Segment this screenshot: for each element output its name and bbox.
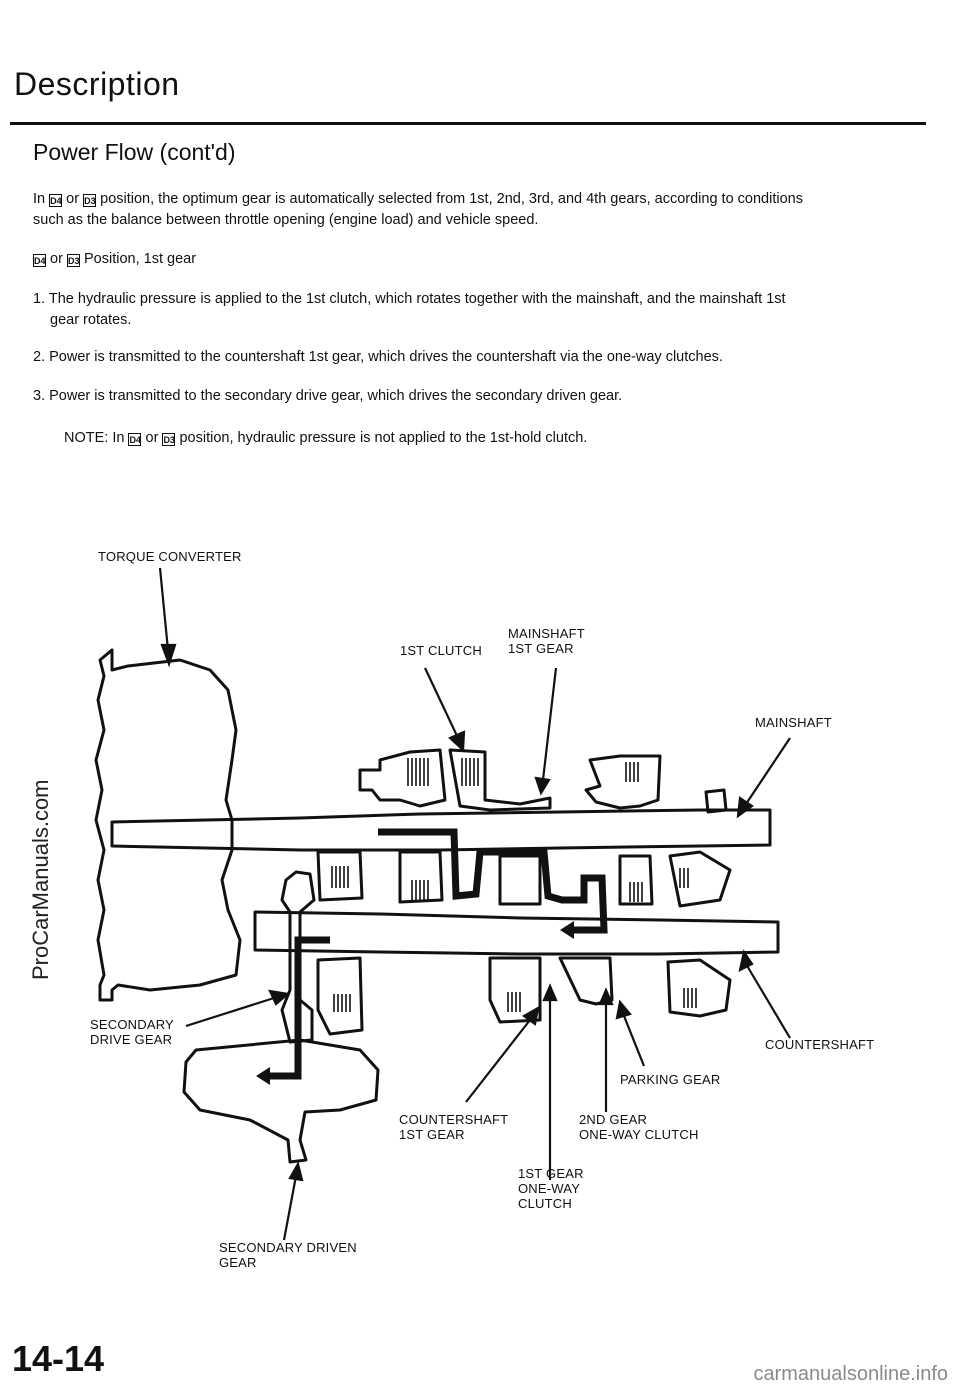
- side-watermark-text: ProCarManuals.com: [28, 779, 53, 980]
- label-2nd-gear-owc-line2: ONE-WAY CLUTCH: [579, 1127, 699, 1142]
- position-text: Position, 1st gear: [84, 251, 197, 267]
- second-gear-owc-arrow: [598, 987, 614, 1006]
- label-secondary-drive-gear-line1: SECONDARY: [90, 1017, 174, 1032]
- power-flow-arrow-1: [560, 921, 574, 939]
- middle-clutch-pack-3: [498, 854, 542, 906]
- clutch-plates-1: [407, 758, 429, 786]
- label-mainshaft-1st-gear-line1: MAINSHAFT: [508, 626, 585, 641]
- position-heading: D4 or D3 Position, 1st gear: [33, 249, 196, 270]
- note-end: position, hydraulic pressure is not appl…: [179, 430, 588, 446]
- label-countershaft-1st-gear-line1: COUNTERSHAFT: [399, 1112, 509, 1127]
- d3-mode-icon: D3: [162, 433, 176, 446]
- clutch-plates-6: [629, 882, 643, 902]
- step-2: 2. Power is transmitted to the countersh…: [33, 349, 723, 365]
- mainshaft-1st-gear-arrow: [534, 776, 551, 796]
- label-1st-gear-owc-line2: ONE-WAY: [518, 1181, 581, 1196]
- clutch-plates-8: [333, 994, 351, 1012]
- clutch-plates-5: [411, 880, 429, 900]
- label-1st-gear-owc-line1: 1ST GEAR: [518, 1166, 584, 1181]
- note-or: or: [145, 430, 159, 446]
- footer-watermark: carmanualsonline.info: [753, 1363, 948, 1385]
- clutch-plates-10: [683, 988, 697, 1008]
- title-rule: [10, 122, 926, 125]
- lower-clutch-pack-4: [666, 958, 732, 1018]
- mainshaft-outline: [110, 808, 772, 852]
- label-torque-converter: TORQUE CONVERTER: [98, 549, 242, 564]
- d3-mode-icon: D3: [83, 194, 97, 207]
- parking-gear-arrow: [615, 999, 632, 1020]
- clutch-plates-3: [625, 762, 639, 782]
- intro-paragraph-line2: such as the balance between throttle ope…: [33, 212, 539, 228]
- upper-clutch-pack-3: [584, 754, 662, 810]
- step-1: 1. The hydraulic pressure is applied to …: [33, 291, 786, 307]
- d4-mode-icon: D4: [128, 433, 142, 446]
- upper-clutch-pack-2: [448, 748, 552, 812]
- clutch-plates-2: [461, 758, 479, 786]
- label-mainshaft: MAINSHAFT: [755, 715, 832, 730]
- mainshaft-end-boss: [704, 788, 728, 814]
- section-title: Power Flow (cont'd): [33, 139, 236, 165]
- label-secondary-driven-gear-line2: GEAR: [219, 1255, 257, 1270]
- note: NOTE: In D4 or D3 position, hydraulic pr…: [64, 428, 587, 449]
- label-countershaft-1st-gear-line2: 1ST GEAR: [399, 1127, 465, 1142]
- position-or: or: [50, 251, 63, 267]
- countershaft-1st-gear-arrow: [521, 1005, 540, 1026]
- middle-clutch-pack-2: [398, 850, 444, 904]
- label-1st-clutch: 1ST CLUTCH: [400, 643, 482, 658]
- mainshaft-arrow: [736, 796, 754, 819]
- label-secondary-drive-gear-line2: DRIVE GEAR: [90, 1032, 173, 1047]
- intro-or: or: [66, 191, 80, 207]
- d4-mode-icon: D4: [33, 254, 46, 267]
- d4-mode-icon: D4: [49, 194, 63, 207]
- secondary-drive-gear-arrow: [268, 989, 291, 1006]
- middle-clutch-pack-1: [316, 850, 364, 902]
- secondary-driven-gear-arrow: [288, 1161, 304, 1182]
- page-title: Description: [14, 66, 180, 102]
- clutch-plates-9: [507, 992, 521, 1012]
- lower-clutch-pack-1: [316, 956, 364, 1036]
- page-number: 14-14: [12, 1338, 105, 1379]
- label-mainshaft-1st-gear-line2: 1ST GEAR: [508, 641, 574, 656]
- label-parking-gear: PARKING GEAR: [620, 1072, 721, 1087]
- secondary-gear-housing: [182, 1038, 380, 1164]
- intro-text-mid: position, the optimum gear is automatica…: [100, 191, 803, 207]
- step-3: 3. Power is transmitted to the secondary…: [33, 388, 623, 404]
- d3-mode-icon: D3: [66, 254, 80, 267]
- middle-clutch-pack-4: [618, 854, 654, 906]
- label-countershaft: COUNTERSHAFT: [765, 1037, 875, 1052]
- intro-paragraph: In D4 or D3 position, the optimum gear i…: [33, 189, 913, 210]
- upper-clutch-pack-1: [358, 748, 447, 808]
- first-gear-owc-arrow: [542, 983, 558, 1002]
- label-1st-gear-owc-line3: CLUTCH: [518, 1196, 572, 1211]
- label-2nd-gear-owc-line1: 2ND GEAR: [579, 1112, 648, 1127]
- step-1-cont: gear rotates.: [50, 312, 132, 328]
- intro-text-start: In: [33, 191, 46, 207]
- secondary-drive-gear: [280, 870, 316, 1044]
- countershaft-arrow: [738, 949, 754, 973]
- lower-clutch-pack-2: [488, 956, 542, 1024]
- first-clutch-arrow: [448, 730, 466, 753]
- middle-clutch-pack-5: [668, 850, 732, 908]
- clutch-plates-4: [331, 866, 349, 888]
- torque-converter-arrow: [160, 643, 177, 668]
- countershaft-outline: [253, 910, 780, 956]
- clutch-plates-7: [679, 868, 689, 888]
- power-flow-path-upper: [378, 828, 608, 934]
- label-secondary-driven-gear-line1: SECONDARY DRIVEN: [219, 1240, 357, 1255]
- torque-converter-outline: [94, 648, 242, 1002]
- power-flow-arrow-2: [256, 1067, 270, 1085]
- power-flow-path-lower: [262, 936, 330, 1080]
- note-start: NOTE: In: [64, 430, 125, 446]
